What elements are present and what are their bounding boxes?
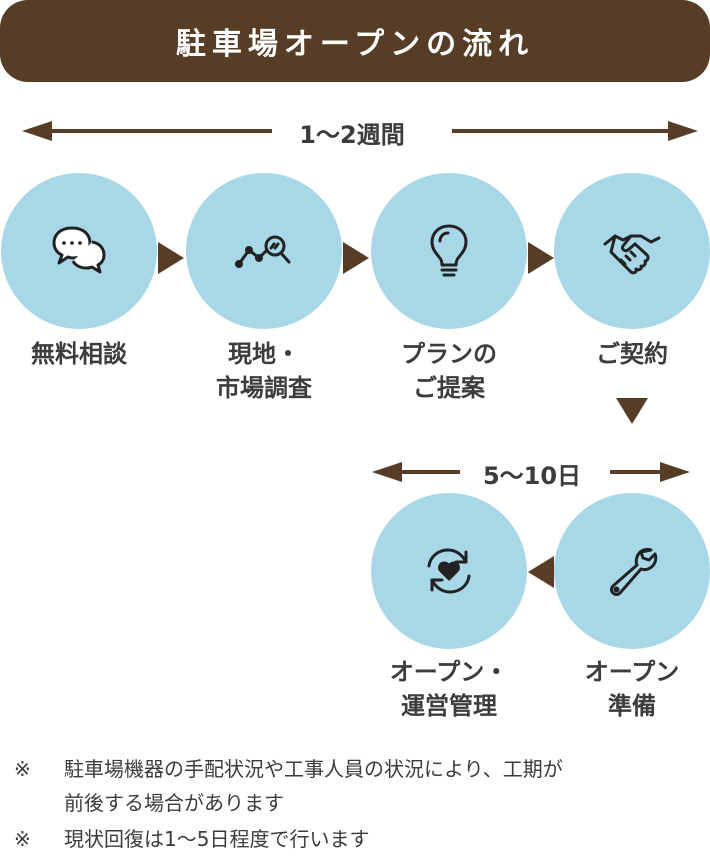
lightbulb-icon bbox=[430, 224, 468, 277]
step-arrow-4 bbox=[528, 556, 554, 588]
note-text: 駐車場機器の手配状況や工事人員の状況により、工期が bbox=[64, 757, 563, 781]
note-text: 前後する場合があります bbox=[64, 791, 284, 815]
step-label-line: 現地・ bbox=[228, 340, 300, 368]
span2-label: 5〜10日 bbox=[482, 462, 582, 490]
step-label-line: 無料相談 bbox=[31, 340, 127, 368]
note-mark: ※ bbox=[14, 827, 31, 851]
handshake-icon bbox=[603, 234, 661, 275]
step-circle-open-operate bbox=[371, 493, 527, 649]
step-label-proposal: プランの ご提案 bbox=[359, 337, 539, 405]
page-title: 駐車場オープンの流れ bbox=[175, 27, 535, 62]
step-label-line: ご契約 bbox=[596, 340, 668, 368]
step-label-line: 市場調査 bbox=[216, 374, 312, 402]
span2-arrow-right bbox=[660, 462, 690, 482]
step-label-line: オープン・ bbox=[389, 658, 509, 686]
step-arrow-2 bbox=[343, 242, 369, 274]
step-label-line: ご提案 bbox=[413, 374, 485, 402]
step-label-survey: 現地・ 市場調査 bbox=[174, 337, 354, 405]
step-arrow-3 bbox=[528, 242, 554, 274]
note-restoration: ※ 現状回復は1〜5日程度で行います bbox=[14, 822, 369, 856]
wrench-icon bbox=[610, 547, 658, 596]
step-label-open-operate: オープン・ 運営管理 bbox=[359, 655, 539, 723]
step-label-consultation: 無料相談 bbox=[0, 337, 169, 371]
step-circle-contract bbox=[554, 173, 710, 329]
note-mark: ※ bbox=[14, 757, 31, 781]
span2-arrow-left bbox=[372, 462, 402, 482]
step-label-line: オープン bbox=[584, 658, 680, 686]
step-label-prepare: オープン 準備 bbox=[542, 655, 710, 723]
title-banner: 駐車場オープンの流れ bbox=[0, 0, 710, 82]
span1-label: 1〜2週間 bbox=[299, 121, 405, 149]
chart-search-icon bbox=[235, 235, 291, 268]
step-circle-consultation bbox=[1, 173, 157, 329]
note-text: 現状回復は1〜5日程度で行います bbox=[64, 827, 370, 851]
span2-line-right bbox=[610, 470, 662, 474]
span1-line-right bbox=[452, 129, 670, 133]
span1-line-left bbox=[50, 129, 272, 133]
chat-bubbles-icon bbox=[52, 226, 106, 274]
step-arrow-1 bbox=[158, 242, 184, 274]
step-arrow-down bbox=[616, 398, 648, 424]
step-circle-prepare bbox=[554, 493, 710, 649]
span1-arrow-right bbox=[668, 121, 698, 141]
note-schedule: ※ 駐車場機器の手配状況や工事人員の状況により、工期が 前後する場合があります bbox=[14, 752, 563, 820]
step-circle-survey bbox=[186, 173, 342, 329]
step-circle-proposal bbox=[371, 173, 527, 329]
step-label-line: 準備 bbox=[608, 692, 656, 720]
step-label-line: 運営管理 bbox=[401, 692, 497, 720]
span1-arrow-left bbox=[22, 121, 52, 141]
step-label-contract: ご契約 bbox=[542, 337, 710, 371]
span2-line-left bbox=[400, 470, 460, 474]
step-label-line: プランの bbox=[401, 340, 497, 368]
heart-cycle-icon bbox=[427, 548, 471, 594]
